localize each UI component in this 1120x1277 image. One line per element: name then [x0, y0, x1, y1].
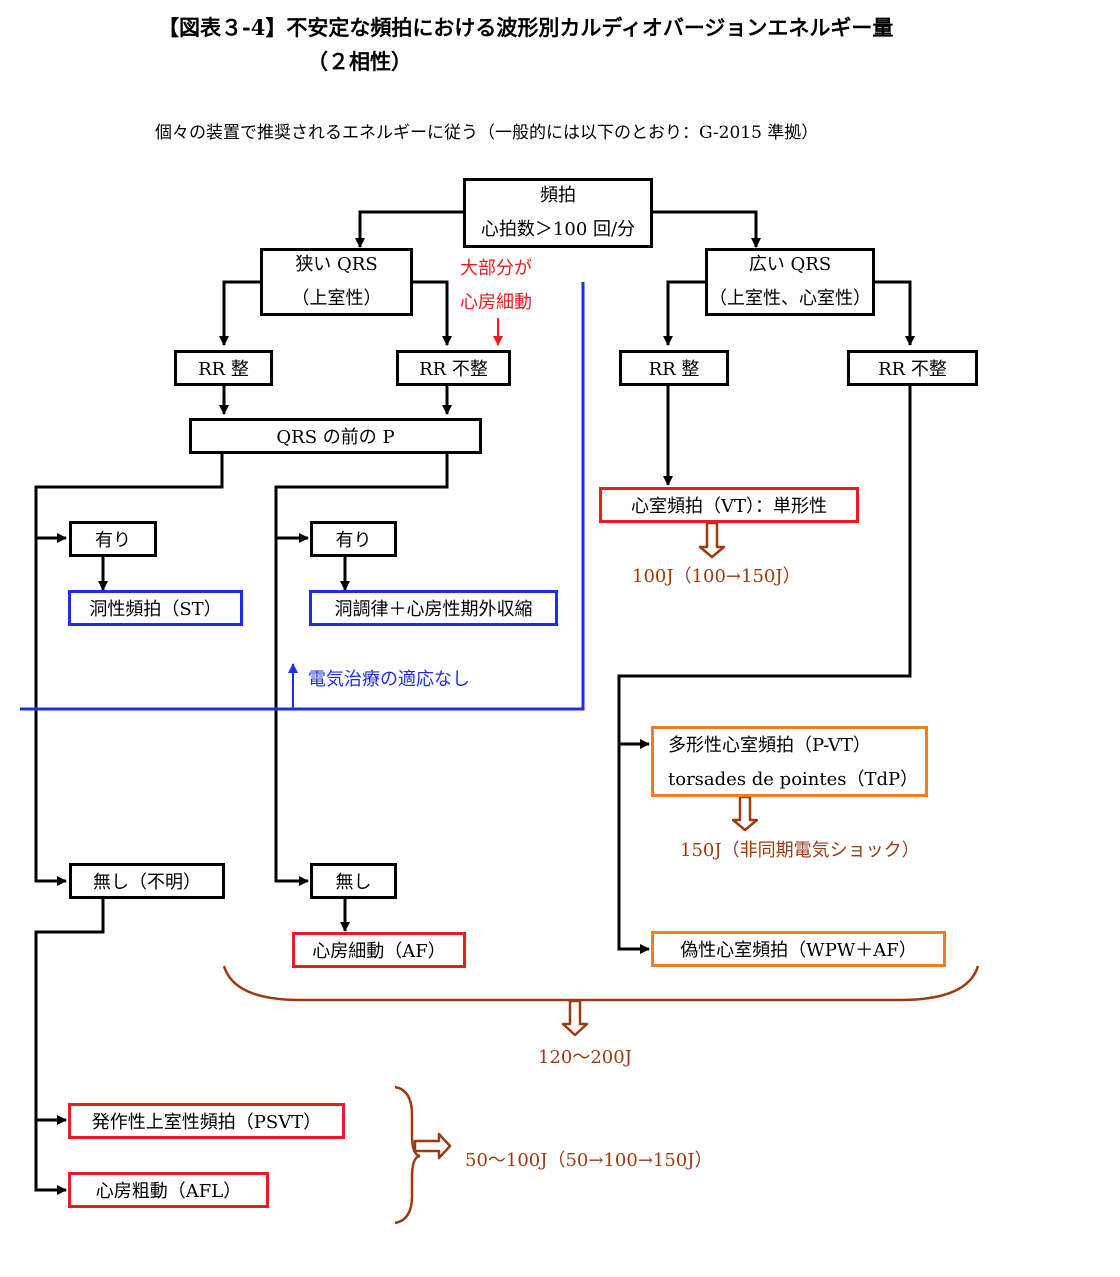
node-narrow-qrs-line1: 狭い QRS — [295, 254, 378, 275]
node-psvt: 発作性上室性頻拍（PSVT） — [68, 1103, 345, 1139]
energy-pvt: 150J（非同期電気ショック） — [680, 840, 920, 861]
node-polymorphic-vt: 多形性心室頻拍（P-VT） torsades de pointes（TdP） — [651, 726, 928, 797]
connector-narrow-rr-irregular — [413, 280, 452, 346]
hollow-arrow-group — [561, 999, 589, 1037]
node-wide-qrs: 広い QRS （上室性、心室性） — [705, 248, 875, 316]
node-absent: 無し — [310, 863, 397, 899]
hollow-arrow-pvt — [731, 795, 759, 832]
connector-p-mid-branch — [274, 453, 449, 886]
connector-narrow-rr-regular — [219, 280, 260, 346]
node-wide-qrs-line1: 広い QRS — [748, 254, 832, 275]
node-wide-qrs-line2: （上室性、心室性） — [709, 288, 871, 309]
energy-vt: 100J（100→150J） — [632, 566, 801, 587]
node-tachycardia-line2: 心拍数＞100 回/分 — [480, 219, 636, 240]
annotation-atrial-fibrillation: 心房細動 — [460, 292, 532, 313]
node-rr-regular-wide: RR 整 — [619, 350, 729, 386]
node-atrial-fibrillation: 心房細動（AF） — [292, 932, 466, 968]
connector-wide-rr-regular — [663, 280, 705, 346]
node-tachycardia: 頻拍 心拍数＞100 回/分 — [463, 178, 653, 248]
hollow-arrow-vt — [698, 521, 726, 559]
node-p-before-qrs: QRS の前の P — [189, 418, 482, 454]
node-present-mid: 有り — [310, 521, 397, 557]
node-rr-irregular-wide: RR 不整 — [847, 350, 978, 386]
node-rr-irregular-narrow: RR 不整 — [396, 350, 511, 386]
node-sinus-pac: 洞調律＋心房性期外収縮 — [309, 590, 558, 626]
node-monomorphic-vt: 心室頻拍（VT）：単形性 — [599, 487, 859, 523]
node-narrow-qrs: 狭い QRS （上室性） — [260, 248, 413, 316]
figure-title: 【図表３-4】不安定な頻拍における波形別カルディオバージョンエネルギー量 — [158, 15, 894, 40]
brace-psvt-afl — [394, 1085, 421, 1225]
energy-group: 120～200J — [538, 1047, 632, 1068]
connector-p-left-branch — [34, 453, 224, 886]
node-narrow-qrs-line2: （上室性） — [291, 288, 382, 309]
energy-psvt-afl: 50～100J（50→100→150J） — [465, 1150, 713, 1171]
hollow-arrow-psvt — [413, 1132, 452, 1160]
connector-wide-rr-irregular — [875, 280, 915, 346]
node-rr-regular-narrow: RR 整 — [174, 350, 273, 386]
node-polymorphic-vt-line1: 多形性心室頻拍（P-VT） — [668, 735, 871, 756]
node-present-left: 有り — [69, 521, 157, 557]
node-tachycardia-line1: 頻拍 — [540, 185, 576, 206]
brace-group — [222, 965, 980, 1002]
node-pseudo-vt: 偽性心室頻拍（WPW＋AF） — [651, 931, 946, 967]
connector-rr-irregular-branch — [617, 385, 912, 954]
connector-root-narrow — [355, 210, 463, 248]
connector-root-wide — [653, 210, 761, 248]
annotation-mostly: 大部分が — [460, 258, 532, 279]
connector-absent-unknown-afl — [34, 1120, 67, 1195]
figure-title-sub: （２相性） — [307, 49, 412, 74]
blue-boundary-line — [20, 282, 585, 711]
annotation-no-indication: 電気治療の適応なし — [308, 669, 470, 690]
node-atrial-flutter: 心房粗動（AFL） — [68, 1172, 269, 1208]
connector-absent-unknown-psvt — [34, 898, 105, 1125]
node-sinus-tachycardia: 洞性頻拍（ST） — [68, 590, 243, 626]
figure-subtitle: 個々の装置で推奨されるエネルギーに従う（一般的には以下のとおり：G-2015 準… — [155, 123, 819, 143]
node-polymorphic-vt-line2: torsades de pointes（TdP） — [668, 769, 919, 790]
node-absent-unknown: 無し（不明） — [69, 863, 225, 899]
